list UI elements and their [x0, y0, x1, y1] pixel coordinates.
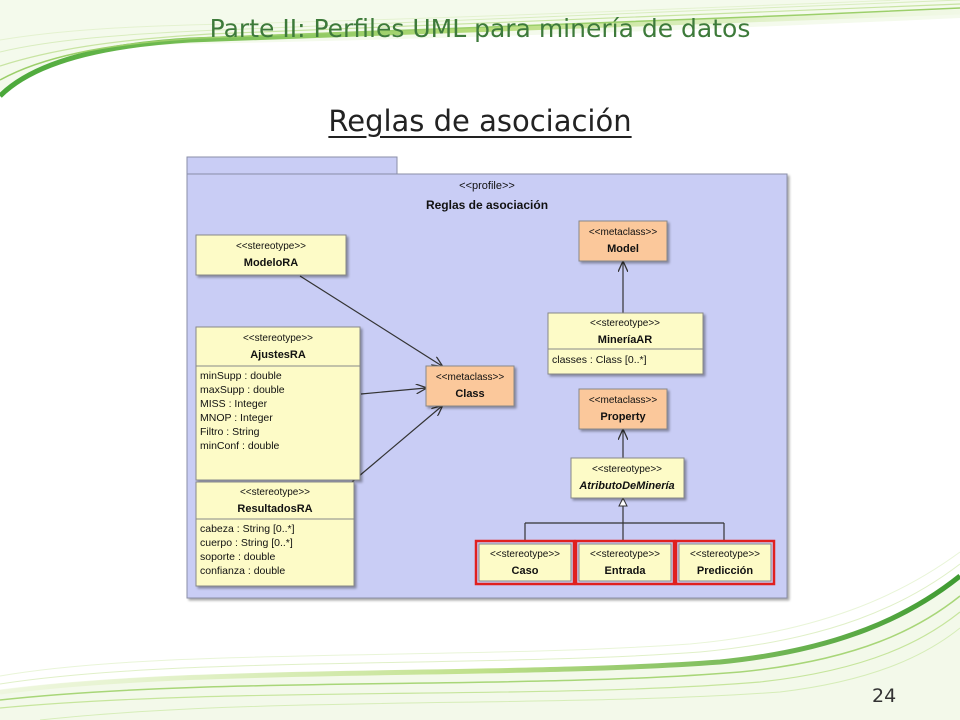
- bottom-swoosh: [0, 551, 960, 720]
- class-mineriaar: <<stereotype>> MineríaAR classes : Class…: [547, 312, 704, 375]
- extension-modelora-class: [299, 275, 442, 366]
- resultadosra-name: ResultadosRA: [237, 503, 312, 515]
- package-stereotype: <<profile>>: [459, 180, 515, 192]
- modelora-stereotype: <<stereotype>>: [236, 241, 306, 252]
- prediccion-name: Predicción: [697, 565, 754, 577]
- class-name: Class: [455, 388, 484, 400]
- metaclass-class: <<metaclass>> Class: [425, 365, 515, 407]
- connectors: [299, 262, 725, 541]
- ajustesra-name: AjustesRA: [250, 349, 306, 361]
- class-prediccion: <<stereotype>> Predicción: [674, 539, 776, 586]
- extension-resultadosra-class: [351, 406, 442, 483]
- extension-ajustesra-class: [360, 388, 426, 395]
- caso-stereotype: <<stereotype>>: [490, 549, 560, 560]
- atributo-stereotype: <<stereotype>>: [592, 464, 662, 475]
- ajustesra-attribute: MISS : Integer: [200, 398, 268, 410]
- class-entrada: <<stereotype>> Entrada: [574, 539, 676, 586]
- class-resultadosra: <<stereotype>> ResultadosRA cabeza : Str…: [195, 481, 355, 587]
- class-caso: <<stereotype>> Caso: [474, 539, 576, 586]
- ajustesra-attribute: MNOP : Integer: [200, 412, 273, 424]
- atributo-name: AtributoDeMinería: [578, 480, 674, 492]
- metaclass-property: <<metaclass>> Property: [578, 388, 668, 430]
- page-number: 24: [872, 685, 897, 707]
- slide-subtitle: Reglas de asociación: [328, 104, 632, 138]
- top-swoosh: [0, 0, 960, 98]
- resultadosra-attribute: cuerpo : String [0..*]: [200, 537, 293, 549]
- resultadosra-attribute: soporte : double: [200, 551, 275, 563]
- property-stereotype: <<metaclass>>: [589, 395, 658, 406]
- model-name: Model: [607, 243, 639, 255]
- metaclass-model: <<metaclass>> Model: [578, 220, 668, 262]
- package-name: Reglas de asociación: [426, 198, 548, 212]
- class-stereotype: <<metaclass>>: [436, 372, 505, 383]
- mineriaar-attribute: classes : Class [0..*]: [552, 354, 647, 366]
- generalization-tree: [524, 496, 725, 541]
- resultadosra-stereotype: <<stereotype>>: [240, 487, 310, 498]
- mineriaar-name: MineríaAR: [598, 334, 652, 346]
- mineriaar-stereotype: <<stereotype>>: [590, 318, 660, 329]
- property-name: Property: [600, 411, 646, 423]
- class-atributodemineria: <<stereotype>> AtributoDeMinería: [570, 457, 685, 499]
- package-tab: [186, 156, 398, 175]
- entrada-name: Entrada: [605, 565, 647, 577]
- class-modelora: <<stereotype>> ModeloRA: [195, 234, 347, 276]
- ajustesra-attribute: minConf : double: [200, 440, 280, 452]
- ajustesra-stereotype: <<stereotype>>: [243, 333, 313, 344]
- prediccion-stereotype: <<stereotype>>: [690, 549, 760, 560]
- slide-title: Parte II: Perfiles UML para minería de d…: [209, 14, 751, 43]
- ajustesra-attribute: Filtro : String: [200, 426, 260, 438]
- class-ajustesra: <<stereotype>> AjustesRA minSupp : doubl…: [195, 326, 361, 481]
- model-stereotype: <<metaclass>>: [589, 227, 658, 238]
- ajustesra-attribute: minSupp : double: [200, 370, 282, 382]
- resultadosra-attribute: confianza : double: [200, 565, 285, 577]
- entrada-stereotype: <<stereotype>>: [590, 549, 660, 560]
- resultadosra-attribute: cabeza : String [0..*]: [200, 523, 295, 535]
- caso-name: Caso: [512, 565, 539, 577]
- ajustesra-attribute: maxSupp : double: [200, 384, 285, 396]
- modelora-name: ModeloRA: [244, 257, 298, 269]
